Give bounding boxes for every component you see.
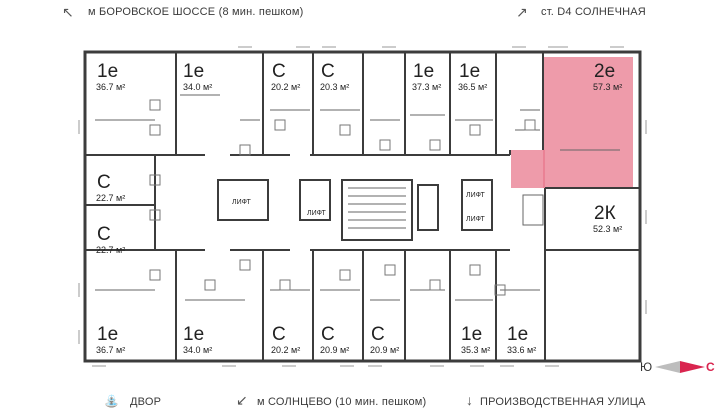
apartment-type: 1е [461,324,483,345]
lift-label: ЛИФТ [466,192,485,199]
apartment-area: 34.0 м² [183,345,213,355]
apartment-area: 57.3 м² [593,82,623,92]
yard-icon: ⛲ [104,394,120,408]
apartment-type: 1е [183,61,205,82]
apartment-area: 20.9 м² [370,345,400,355]
apartment-area: 36.7 м² [96,82,126,92]
direction-d4-station: ст. D4 СОЛНЕЧНАЯ [541,6,646,18]
compass: Ю С [640,358,720,378]
direction-yard: ДВОР [130,396,162,408]
apartment-area: 20.2 м² [271,82,301,92]
apartment-type: С [272,61,286,82]
apartment-type: 2К [594,203,616,224]
selected-apartment-highlight-extension [511,150,545,188]
apartment-type: С [97,224,111,245]
apartment-type: 1е [97,324,119,345]
direction-street: ПРОИЗВОДСТВЕННАЯ УЛИЦА [480,396,646,408]
lift-label: ЛИФТ [232,199,251,206]
selected-apartment-highlight [543,57,633,188]
direction-borovskoe: м БОРОВСКОЕ ШОССЕ (8 мин. пешком) [88,6,304,18]
compass-south-label: Ю [640,360,653,374]
apartment-type: 1е [507,324,529,345]
apartment-area: 20.3 м² [320,82,350,92]
apartment-area: 34.0 м² [183,82,213,92]
lift-label: ЛИФТ [307,210,326,217]
arrow-up-right-icon: ↗ [516,4,528,20]
arrow-down-icon: ↓ [466,392,473,408]
apartment-area: 36.5 м² [458,82,488,92]
lift-label: ЛИФТ [466,216,485,223]
apartment-area: 22.7 м² [96,193,126,203]
apartment-type: 2е [594,61,616,82]
apartment-area: 37.3 м² [412,82,442,92]
apartment-type: 1е [97,61,119,82]
compass-arrow-icon [655,361,705,373]
arrow-up-left-icon: ↖ [62,4,74,20]
apartment-area: 33.6 м² [507,345,537,355]
apartment-type: С [321,324,335,345]
apartment-area: 22.7 м² [96,245,126,255]
apartment-area: 20.2 м² [271,345,301,355]
apartment-type: С [321,61,335,82]
compass-north-label: С [706,360,715,374]
apartment-type: 1е [459,61,481,82]
apartment-area: 20.9 м² [320,345,350,355]
apartment-type: С [371,324,385,345]
apartment-area: 36.7 м² [96,345,126,355]
apartment-type: 1е [413,61,435,82]
apartment-area: 35.3 м² [461,345,491,355]
apartment-type: С [97,172,111,193]
apartment-type: С [272,324,286,345]
direction-solntsevo: м СОЛНЦЕВО (10 мин. пешком) [257,396,427,408]
apartment-type: 1е [183,324,205,345]
arrow-down-left-icon: ↙ [236,392,248,408]
apartment-area: 52.3 м² [593,224,623,234]
